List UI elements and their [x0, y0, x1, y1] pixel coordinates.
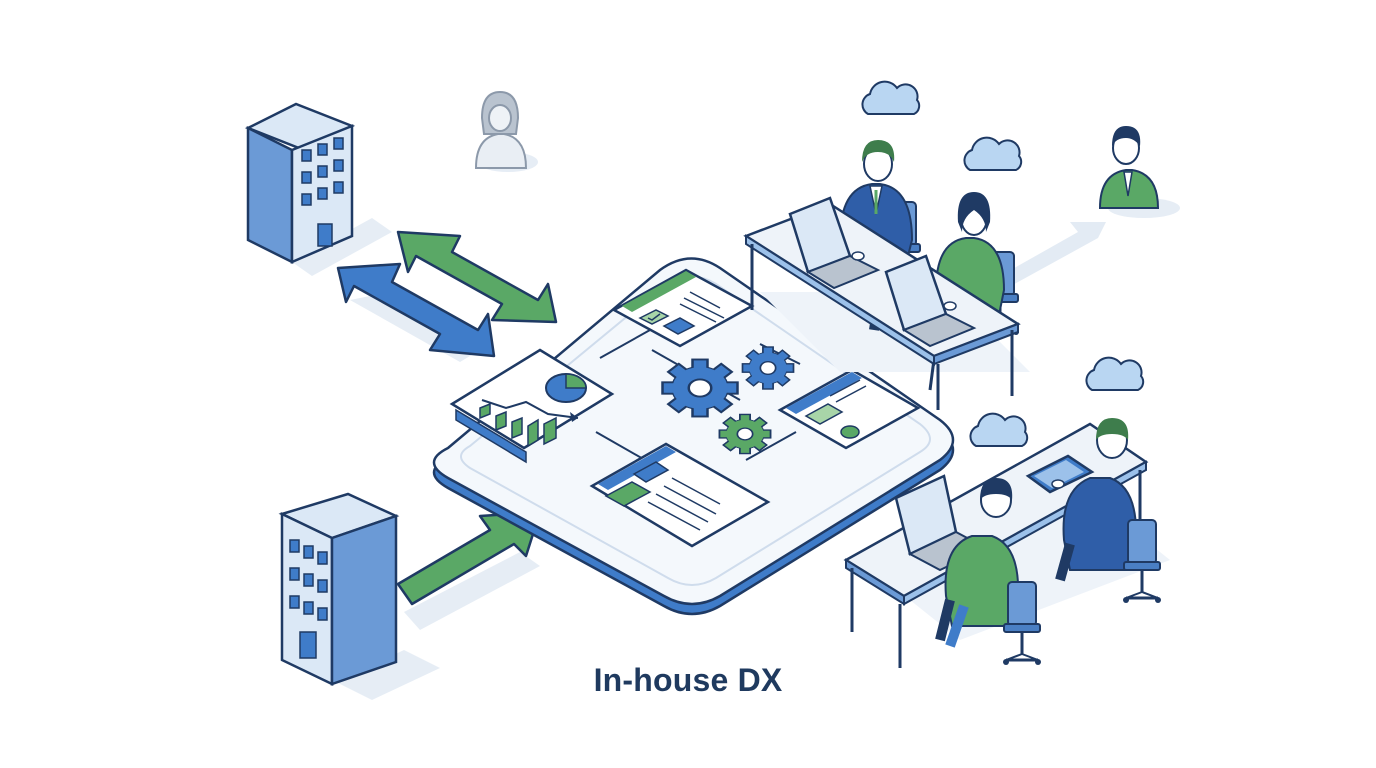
- person-icon-green: [1098, 126, 1180, 218]
- cloud-icon: [963, 136, 1023, 171]
- gear-icon-green: [718, 413, 772, 455]
- bidirectional-arrow-icon: [396, 230, 558, 324]
- chair-icon: [1121, 518, 1163, 605]
- cloud-icon: [969, 412, 1029, 447]
- person-worker-3: [935, 478, 1020, 648]
- person-icon-grey: [474, 90, 538, 172]
- office-building-icon: [244, 102, 356, 265]
- arrow-to-person: [986, 222, 1106, 292]
- office-building-icon: [278, 492, 400, 686]
- building-top-left: [244, 102, 392, 276]
- caption-title: In-house DX: [593, 662, 783, 698]
- building-bottom-left: [278, 492, 440, 700]
- analytics-panel: [449, 348, 615, 464]
- cloud-icon: [861, 80, 921, 115]
- bottom-workstation: [843, 418, 1170, 668]
- tablet-icon: [1025, 454, 1095, 494]
- cloud-icon: [1085, 356, 1145, 391]
- document-panel-bottom: [589, 442, 771, 548]
- top-workstation: [743, 140, 1030, 410]
- bidirectional-arrow-icon: [336, 262, 496, 362]
- gear-icon: [661, 358, 739, 418]
- laptop-icon: [788, 196, 881, 290]
- person-worker-4: [1051, 418, 1138, 582]
- dashboard-panel-top: [611, 268, 755, 348]
- arrow-to-platform: [396, 510, 542, 630]
- form-panel-right: [777, 368, 921, 450]
- chair-icon: [1001, 580, 1043, 667]
- laptop-icon: [884, 254, 977, 348]
- gear-icon: [741, 346, 795, 390]
